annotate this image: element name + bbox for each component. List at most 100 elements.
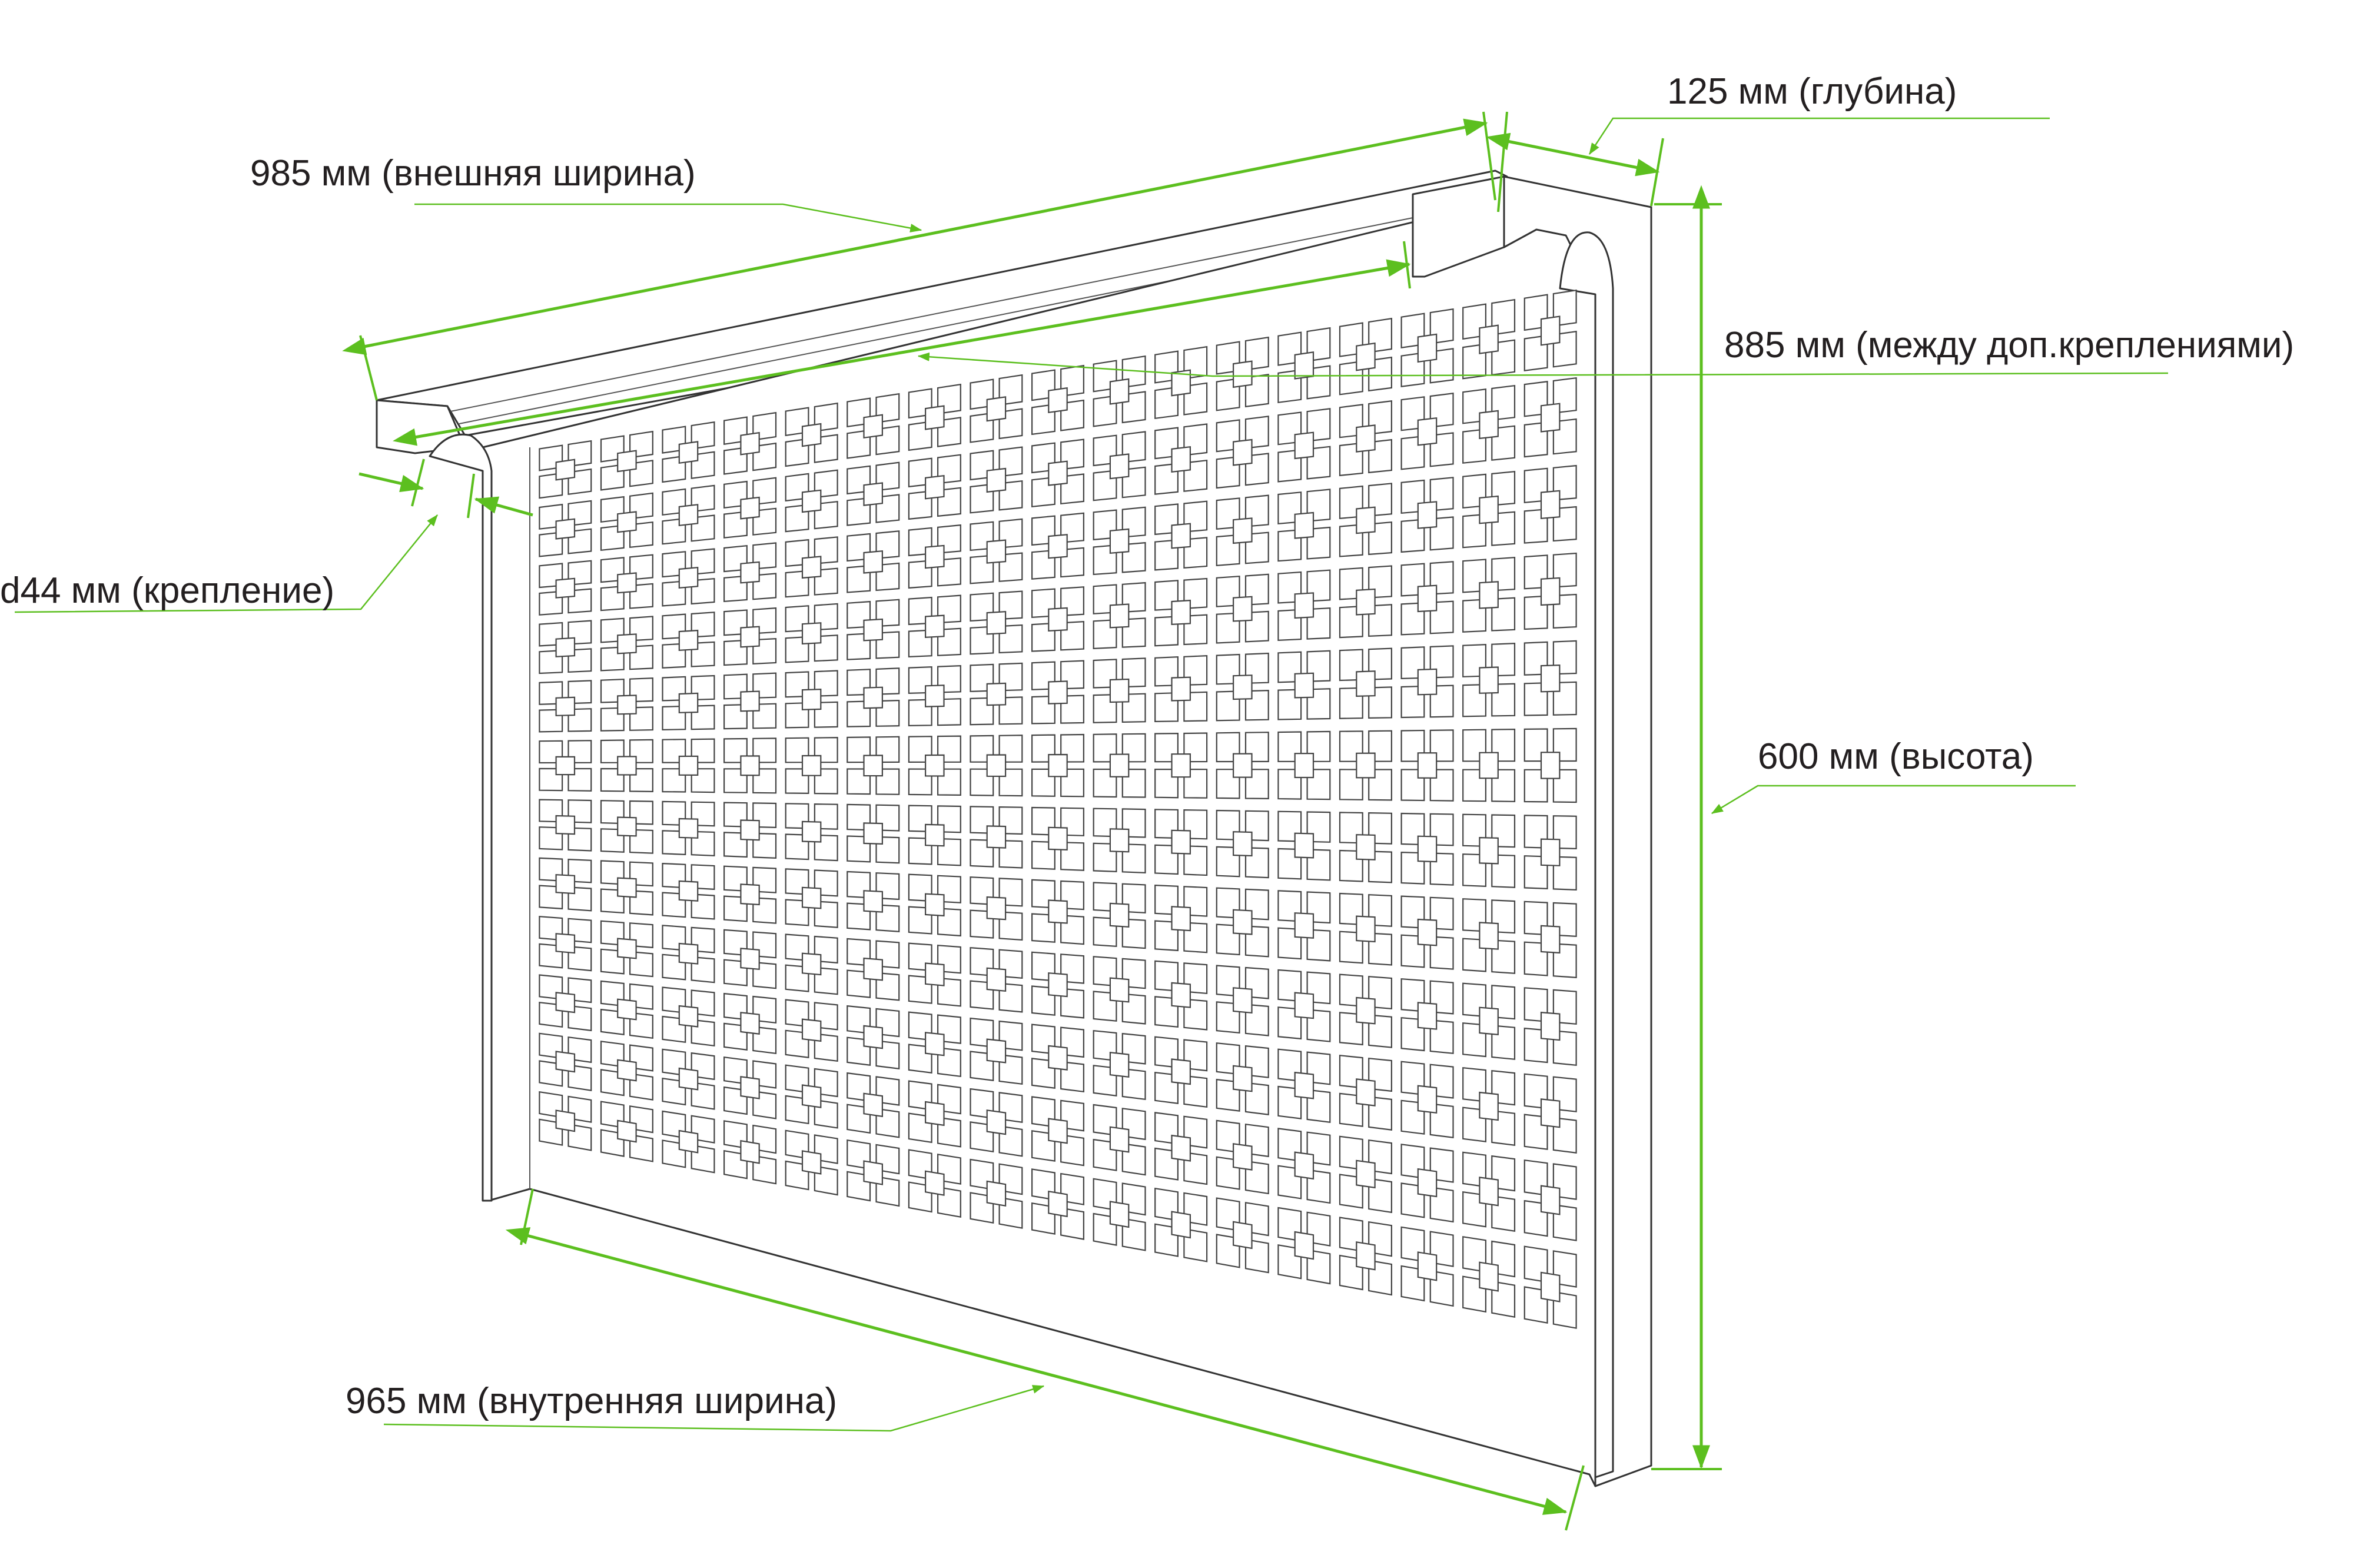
perforation-cell (801, 755, 822, 776)
perforation-cell (1233, 438, 1253, 466)
perforation-cell (986, 1038, 1007, 1064)
perforation-cell (1109, 902, 1130, 928)
perforation-cell (986, 682, 1007, 706)
perforation-cell (801, 556, 822, 579)
perforation-cell (678, 1067, 699, 1091)
perforation-cell (1109, 678, 1130, 703)
perforation-cell (678, 504, 699, 527)
perforation-cell (1109, 603, 1130, 629)
perforation-cell (1540, 490, 1561, 519)
perforation-cell (986, 896, 1007, 921)
perforation-cell (986, 611, 1007, 635)
perforation-cell (1294, 511, 1315, 539)
perforation-cell (1356, 424, 1376, 453)
perforation-cell (1048, 1045, 1068, 1071)
label-inner-width: 965 мм (внутренняя ширина) (346, 1381, 837, 1421)
perforation-cell (1540, 1011, 1561, 1041)
perforation-cell (1417, 1168, 1438, 1198)
perforation-cell (740, 626, 760, 648)
perforation-cell (1294, 1151, 1315, 1180)
perforation-cell (555, 577, 576, 599)
perforation-cell (986, 1180, 1007, 1207)
perforation-cell (986, 967, 1007, 992)
perforation-cell (1479, 410, 1499, 440)
dimension-mount-diameter: d44 мм (крепление) (0, 458, 533, 613)
perforation-cell (1417, 333, 1438, 363)
perforation-cell (1233, 831, 1253, 857)
perforation-cell (1294, 431, 1315, 460)
perforation-cell (1171, 599, 1191, 626)
perforation-cell (1171, 982, 1191, 1008)
perforation-cell (1048, 1118, 1068, 1144)
perforation-cell (1294, 351, 1315, 380)
perforation-cell (1048, 680, 1068, 705)
perforation-cell (801, 886, 822, 909)
perforation-cell (1171, 523, 1191, 549)
perforation-cell (1048, 387, 1068, 414)
perforation-cell (678, 880, 699, 902)
perforation-cell (555, 458, 576, 481)
perforation-cell (740, 690, 760, 712)
perforation-cell (1356, 752, 1376, 779)
perforation-cell (1233, 987, 1253, 1014)
dimension-mount-spacing: 885 мм (между доп.креплениями) (393, 241, 2294, 446)
perforation-cell (924, 1101, 945, 1127)
label-height: 600 мм (высота) (1758, 736, 2034, 777)
perforation-cell (863, 414, 884, 439)
perforation-cell (1417, 918, 1438, 946)
perforation-cell (1294, 752, 1315, 779)
perforation-cell (555, 637, 576, 657)
dimension-height: 600 мм (высота) (1651, 185, 2076, 1470)
perforation-cell (617, 511, 637, 533)
perforation-cell (1294, 832, 1315, 859)
perforation-cell (740, 1139, 760, 1164)
perforation-cell (740, 819, 760, 841)
perforation-cell (801, 1018, 822, 1042)
perforation-cell (1109, 753, 1130, 778)
perforation-cell (1171, 1058, 1191, 1085)
perforation-cell (1479, 324, 1499, 354)
perforation-cell (617, 1119, 637, 1143)
perforation-cell (617, 572, 637, 594)
perforation-cell (1540, 925, 1561, 954)
perforation-cell (678, 818, 699, 839)
perforation-cell (1417, 501, 1438, 529)
perforation-cell (678, 1129, 699, 1154)
perforation-cell (1233, 596, 1253, 622)
perforation-cell (1356, 1078, 1376, 1107)
perforation-cell (1109, 1126, 1130, 1153)
perforation-cell (555, 992, 576, 1014)
perforation-cell (801, 1084, 822, 1108)
perforation-cell (1048, 826, 1068, 851)
perforation-cell (740, 1076, 760, 1099)
perforation-cell (924, 544, 945, 569)
perforation-cell (1540, 664, 1561, 693)
perforation-cell (863, 1160, 884, 1185)
perforation-cell (1479, 922, 1499, 950)
perforation-cell (1048, 460, 1068, 486)
perforation-cell (1540, 315, 1561, 346)
perforation-cell (678, 692, 699, 713)
perforation-cell (617, 938, 637, 959)
perforation-cell (678, 1005, 699, 1028)
perforation-cell (1294, 1231, 1315, 1260)
perforation-cell (740, 496, 760, 520)
perforation-cell (740, 1012, 760, 1035)
perforation-cell (1171, 829, 1191, 855)
perforation-cell (555, 874, 576, 895)
perforation-cell (1109, 1051, 1130, 1078)
perforation-cell (617, 1059, 637, 1082)
perforation-cell (801, 423, 822, 447)
perforation-cell (1233, 675, 1253, 700)
perforation-cell (740, 431, 760, 456)
perforation-cell (1233, 1143, 1253, 1171)
perforation-cell (1233, 1221, 1253, 1250)
perforation-cell (801, 1150, 822, 1175)
perforation-cell (1171, 1211, 1191, 1239)
label-depth: 125 мм (глубина) (1667, 71, 1957, 112)
perforation-cell (555, 1109, 576, 1132)
perforation-cell (555, 518, 576, 540)
perforation-cell (617, 450, 637, 473)
perforation-cell (1048, 607, 1068, 632)
